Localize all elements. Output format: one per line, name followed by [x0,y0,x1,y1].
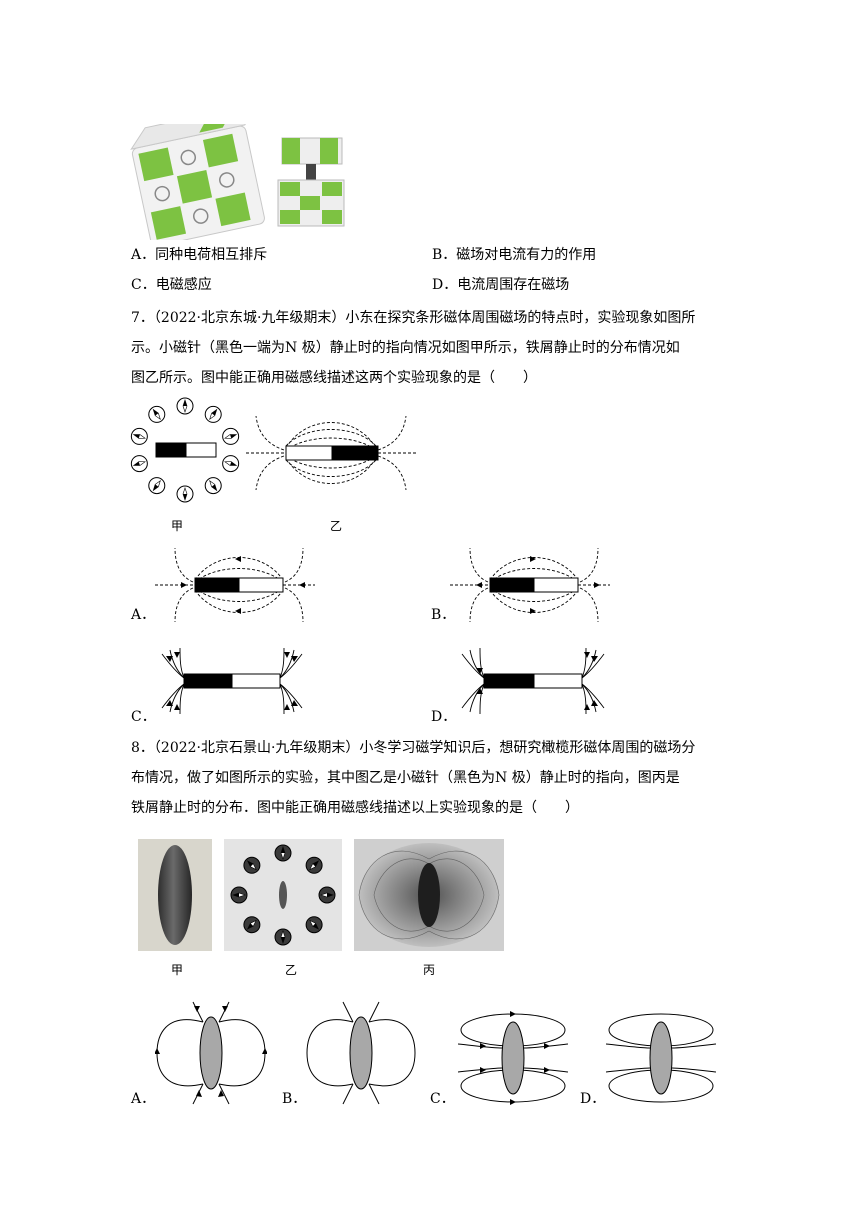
q8-option-d-label: D． [580,1091,606,1107]
q7-option-d-label: D． [431,709,457,725]
q8-label-jia: 甲 [171,963,184,977]
compass-needle-icon [222,455,240,473]
magnetic-cube-figure [130,124,345,240]
q7-stem: 7．（2022·北京东城·九年级期末）小东在探究条形磁体周围磁场的特点时，实验现… [131,303,731,393]
q8-option-c-label: C． [430,1091,455,1107]
compass-needle-icon [176,397,194,415]
q7-option-c-label: C． [131,709,156,725]
compass-needle-icon [274,928,292,946]
q7-stem-line3: 图乙所示。图中能正确用磁感线描述这两个实验现象的是（ ） [131,370,537,386]
q7-label-yi: 乙 [330,519,343,533]
q8-photo-bing-iron-filings [354,839,504,951]
q8-photo-jia-olive-magnet [138,839,212,951]
bar-magnet-white-half [185,442,217,458]
compass-needle-icon [243,916,261,934]
q8-option-a-label: A． [131,1091,156,1107]
q8-stem-line1: 8．（2022·北京石景山·九年级期末）小冬学习磁学知识后，想研究橄榄形磁体周围… [131,740,696,756]
compass-needle-icon [222,427,240,445]
compass-needle-icon [204,405,222,423]
compass-needle-icon [176,485,194,503]
compass-needle-icon [148,477,166,495]
magnetic-cube-large [130,124,265,240]
q7-option-c-figure [161,647,303,715]
q7-label-jia: 甲 [171,519,184,533]
compass-needle-icon [148,405,166,423]
q8-option-b-figure [306,1001,416,1105]
bar-magnet-black-half [331,445,379,461]
q8-option-d-figure [606,1013,716,1103]
compass-needle-icon [305,916,323,934]
q6-option-c: C．电磁感应 [131,277,212,293]
q7-option-d-figure [461,647,605,715]
q8-stem-line3: 铁屑静止时的分布．图中能正确用磁感线描述以上实验现象的是（ ） [131,800,579,816]
q8-option-c-figure [458,1011,568,1105]
compass-needle-icon [318,886,336,904]
bar-magnet-black-half [155,442,187,458]
q6-option-a: A．同种电荷相互排斥 [131,247,268,263]
q7-figure-jia-compass-ring [130,397,240,503]
q7-stem-line2: 示。小磁针（黑色一端为N 极）静止时的指向情况如图甲所示，铁屑静止时的分布情况如 [131,340,680,356]
q8-photo-yi-compasses [224,839,342,951]
q7-option-a-figure [155,547,315,623]
q8-option-b-label: B． [282,1091,307,1107]
q6-option-d: D．电流周围存在磁场 [432,277,570,293]
compass-needle-icon [230,886,248,904]
bar-magnet-white-half [285,445,333,461]
compass-needle-icon [130,427,148,445]
q8-label-bing: 丙 [423,963,436,977]
q8-label-yi: 乙 [285,963,298,977]
q8-option-a-figure [155,1001,267,1105]
q7-stem-line1: 7．（2022·北京东城·九年级期末）小东在探究条形磁体周围磁场的特点时，实验现… [131,310,696,326]
compass-needle-icon [274,844,292,862]
q7-figure-yi-field-lines [246,415,416,491]
q7-option-b-figure [450,547,610,623]
q6-option-b: B．磁场对电流有力的作用 [432,247,597,263]
compass-needle-icon [305,856,323,874]
q7-option-b-label: B． [431,607,456,623]
compass-needle-icon [243,856,261,874]
compass-needle-icon [130,455,148,473]
q8-stem-line2: 布情况，做了如图所示的实验，其中图乙是小磁针（黑色为N 极）静止时的指向，图丙是 [131,770,680,786]
q8-stem: 8．（2022·北京石景山·九年级期末）小冬学习磁学知识后，想研究橄榄形磁体周围… [131,733,731,823]
magnetic-cube-small [277,137,345,227]
compass-needle-icon [204,477,222,495]
q7-option-a-label: A． [131,607,156,623]
